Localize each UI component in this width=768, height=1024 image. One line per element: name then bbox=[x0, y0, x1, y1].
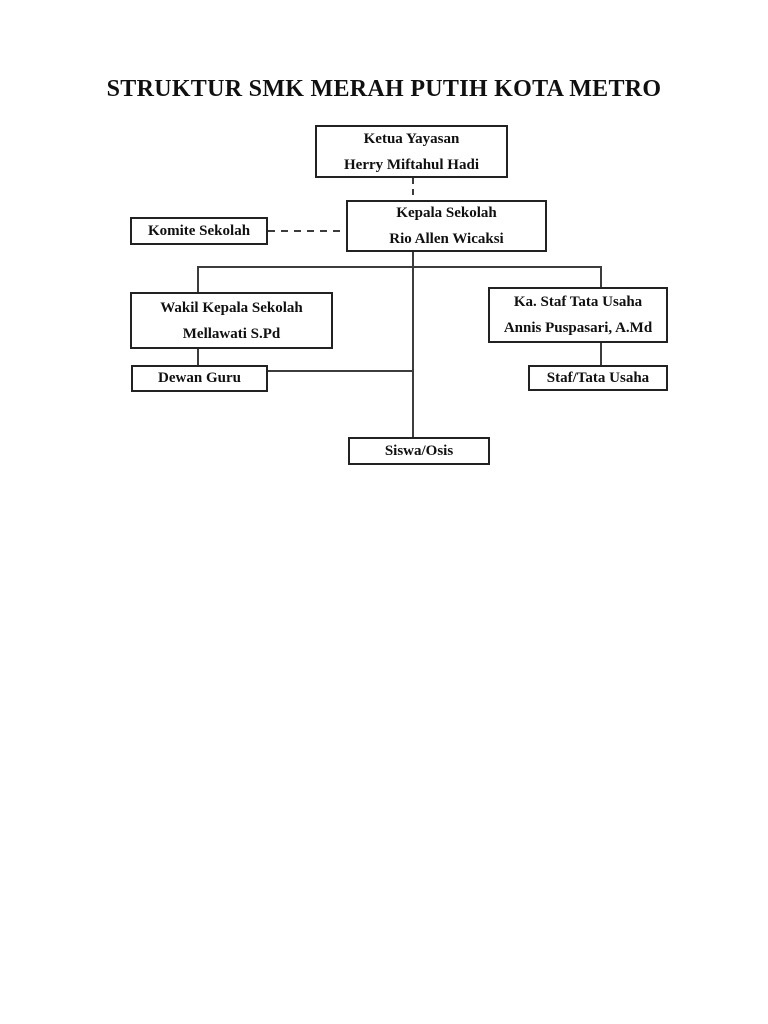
org-node-wakil-kepala-sekolah: Wakil Kepala Sekolah Mellawati S.Pd bbox=[130, 292, 333, 349]
node-person: Mellawati S.Pd bbox=[182, 325, 281, 342]
org-node-komite-sekolah: Komite Sekolah bbox=[130, 217, 268, 245]
page-title: STRUKTUR SMK MERAH PUTIH KOTA METRO bbox=[106, 76, 662, 102]
connector-wakil-to-dewan bbox=[197, 349, 199, 365]
connector-kepala-to-bar bbox=[412, 252, 414, 267]
node-label: Siswa/Osis bbox=[384, 442, 454, 459]
connector-center-to-siswa bbox=[412, 266, 414, 437]
org-node-siswa-osis: Siswa/Osis bbox=[348, 437, 490, 465]
connector-distribution-bar bbox=[197, 266, 602, 268]
org-node-ka-staf-tata-usaha: Ka. Staf Tata Usaha Annis Puspasari, A.M… bbox=[488, 287, 668, 343]
node-person: Rio Allen Wicaksi bbox=[389, 231, 504, 247]
node-role: Ka. Staf Tata Usaha bbox=[513, 294, 643, 310]
connector-ketua-to-kepala-dashed bbox=[412, 178, 414, 200]
org-node-dewan-guru: Dewan Guru bbox=[131, 365, 268, 392]
connector-bar-to-kastaf bbox=[600, 266, 602, 287]
org-node-ketua-yayasan: Ketua Yayasan Herry Miftahul Hadi bbox=[315, 125, 508, 178]
connector-komite-to-kepala-dashed bbox=[268, 230, 346, 232]
org-node-kepala-sekolah: Kepala Sekolah Rio Allen Wicaksi bbox=[346, 200, 547, 252]
connector-kastaf-to-staf bbox=[600, 343, 602, 365]
connector-dewan-to-center bbox=[268, 370, 414, 372]
node-role: Wakil Kepala Sekolah bbox=[160, 299, 303, 316]
connector-bar-to-wakil bbox=[197, 266, 199, 292]
node-person: Annis Puspasari, A.Md bbox=[503, 320, 653, 336]
node-role: Kepala Sekolah bbox=[396, 205, 497, 221]
node-role: Ketua Yayasan bbox=[363, 130, 460, 147]
org-node-staf-tata-usaha: Staf/Tata Usaha bbox=[528, 365, 668, 391]
node-label: Staf/Tata Usaha bbox=[546, 369, 650, 386]
node-label: Dewan Guru bbox=[158, 370, 241, 386]
node-person: Herry Miftahul Hadi bbox=[344, 156, 479, 173]
node-label: Komite Sekolah bbox=[147, 222, 251, 239]
